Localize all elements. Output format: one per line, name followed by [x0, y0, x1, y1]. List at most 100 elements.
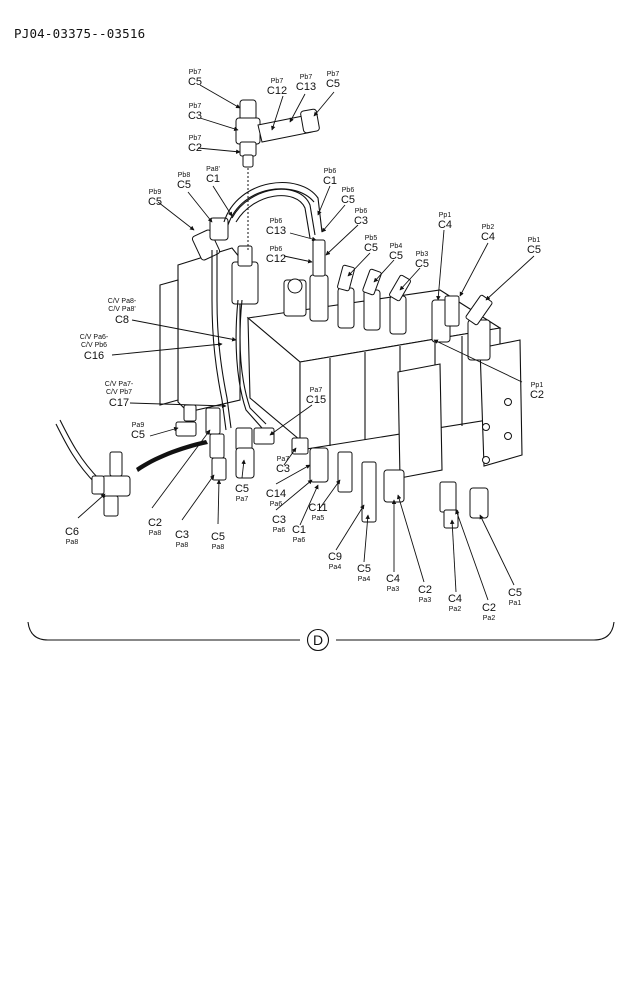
callout-code: C5: [527, 244, 541, 256]
callout-code: C2: [482, 602, 496, 614]
callout-code: C5: [357, 563, 371, 575]
pilot-hoses: [55, 182, 323, 485]
callout-code: C17: [109, 397, 129, 409]
callout-code: C11: [308, 502, 327, 514]
callout-port: Pb7: [189, 103, 202, 110]
callout-port-secondary: C/V Pb7: [106, 389, 132, 396]
callout-code: C5: [235, 483, 249, 495]
callout-code: C6: [65, 526, 79, 538]
callout-port: Pa4: [358, 576, 371, 583]
callout-code: C3: [276, 463, 290, 475]
callout-port: Pb7: [189, 69, 202, 76]
callout-code: C5: [415, 258, 429, 270]
callout-code: C5: [389, 250, 403, 262]
callout-port: Pa8: [66, 539, 79, 546]
callout-port: Pa6: [270, 501, 283, 508]
callout-code: C4: [438, 219, 452, 231]
callout-code: C1: [206, 173, 220, 185]
pb7-fitting-assembly: [235, 99, 320, 250]
callout-code: C12: [266, 253, 286, 265]
callout-code: C4: [386, 573, 400, 585]
callout-port: Pb6: [342, 187, 355, 194]
callout-code: C16: [84, 350, 104, 362]
callout-code: C5: [131, 429, 145, 441]
callout-port: Pa3: [387, 586, 400, 593]
callout-port: Pb3: [416, 251, 429, 258]
callout-port: Pa5: [312, 515, 325, 522]
callout-port: Pa9: [132, 422, 145, 429]
callout-port: Pb1: [528, 237, 541, 244]
callout-port: Pb6: [324, 168, 337, 175]
callout-code: C3: [354, 215, 368, 227]
callout-port: Pb7: [271, 78, 284, 85]
callout-port: Pa7: [310, 387, 323, 394]
callout-code: C5: [211, 531, 225, 543]
callout-port: Pb7: [300, 74, 313, 81]
callout-code: C9: [328, 551, 342, 563]
callout-port: Pb6: [270, 246, 283, 253]
callout-port: Pa2: [483, 615, 496, 622]
callout-code: C3: [188, 110, 202, 122]
callout-code: C13: [266, 225, 286, 237]
callout-port: Pa6: [273, 527, 286, 534]
callout-port: C/V Pa8-: [108, 298, 137, 305]
callout-code: C5: [508, 587, 522, 599]
callout-port: C/V Pa6-: [80, 334, 109, 341]
end-cap-bolts: [482, 398, 512, 464]
callout-port-secondary: C/V Pa8': [108, 306, 135, 313]
callout-code: C5: [188, 76, 202, 88]
view-letter: D: [313, 632, 323, 648]
callout-code: C2: [188, 142, 202, 154]
callout-port: Pa8': [206, 166, 220, 173]
callout-port: Pb7: [189, 135, 202, 142]
callout-code: C2: [148, 517, 162, 529]
callout-code: C8: [115, 314, 129, 326]
callout-port: Pa2: [449, 606, 462, 613]
callout-pa8p-c1: Pa8'C1: [206, 166, 220, 185]
callout-code: C5: [326, 78, 340, 90]
callout-code: C12: [267, 85, 287, 97]
callout-code: C5: [148, 196, 162, 208]
callout-code: C15: [306, 394, 326, 406]
document-id: PJ04-03375--03516: [14, 26, 146, 41]
view-bracket: [27, 621, 615, 652]
callout-port: Pa6: [293, 537, 306, 544]
callout-port: Pa8: [149, 530, 162, 537]
callout-port: Pp1: [531, 382, 544, 389]
callout-code: C2: [418, 584, 432, 596]
callout-code: C4: [481, 231, 495, 243]
